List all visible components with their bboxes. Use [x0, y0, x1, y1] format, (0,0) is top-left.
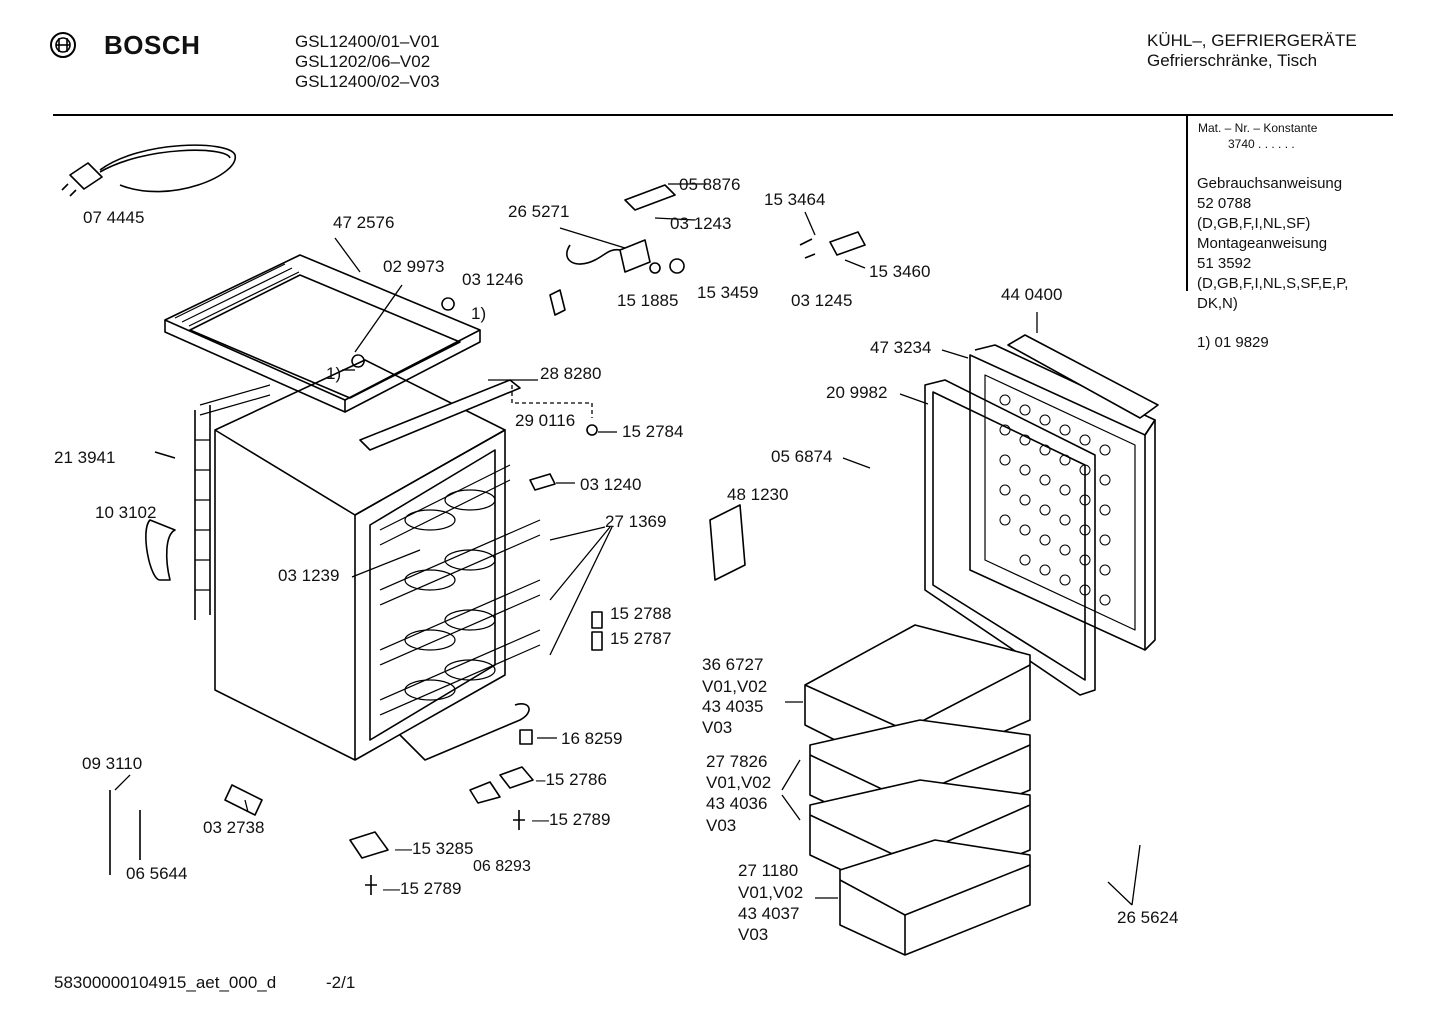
part-label: 43 4037 — [738, 904, 800, 923]
bosch-logo: BOSCH — [48, 30, 201, 60]
part-label: 09 3110 — [82, 754, 143, 773]
footnote-marker: 1) — [471, 304, 487, 323]
part-label: 48 1230 — [727, 485, 789, 504]
part-label: 03 2738 — [203, 818, 265, 837]
sidebar-line: Gebrauchsanweisung — [1197, 175, 1343, 192]
part-label: 03 1245 — [791, 291, 853, 310]
freezer-door — [969, 334, 1159, 651]
part-variant: V03 — [738, 925, 769, 944]
part-label: —15 2789 — [383, 879, 462, 898]
sidebar-footnote: 1) 01 9829 — [1197, 334, 1269, 351]
part-label: 03 1246 — [462, 270, 524, 289]
part-label: —15 2789 — [532, 810, 611, 829]
model-3: GSL12400/02–V03 — [295, 72, 440, 91]
hinge-plate — [709, 504, 746, 581]
model-2: GSL1202/06–V02 — [295, 52, 431, 71]
part-label: 02 9973 — [383, 257, 445, 276]
part-label: 27 7826 — [706, 752, 768, 771]
part-label: 27 1180 — [738, 861, 799, 880]
part-label: 21 3941 — [54, 448, 116, 467]
switch-parts — [799, 231, 866, 259]
sidebar-line: 52 0788 — [1197, 195, 1252, 212]
bosch-armature-icon — [50, 32, 76, 58]
sidebar-line: (D,GB,F,I,NL,S,SF,E,P, — [1197, 275, 1349, 292]
part-label: 06 8293 — [473, 858, 531, 875]
part-label: 27 1369 — [605, 512, 667, 531]
part-variant: V01,V02 — [702, 677, 768, 696]
mat-value: 3740 . . . . . . — [1228, 137, 1295, 151]
category-block: KÜHL–, GEFRIERGERÄTE Gefrierschränke, Ti… — [1147, 31, 1357, 71]
part-variant: V01,V02 — [738, 883, 804, 902]
part-variant: V01,V02 — [706, 773, 772, 792]
part-label: —15 3285 — [395, 839, 474, 858]
part-label: 16 8259 — [561, 729, 623, 748]
part-label: 15 3459 — [697, 283, 759, 302]
page-number: -2/1 — [326, 973, 356, 992]
footnote-marker: 1) — [326, 364, 342, 383]
part-label: 15 2784 — [622, 422, 684, 441]
part-label: 06 5644 — [126, 864, 188, 883]
sidebar-divider — [1186, 116, 1188, 291]
evaporator-shelves — [379, 464, 541, 716]
part-label: 36 6727 — [702, 655, 764, 674]
part-variant: V03 — [702, 718, 733, 737]
part-label: 03 1240 — [580, 475, 642, 494]
part-label: 44 0400 — [1001, 285, 1063, 304]
thermostat-assembly — [549, 184, 685, 316]
part-label: 26 5271 — [508, 202, 570, 221]
sidebar-line: Montageanweisung — [1197, 235, 1328, 252]
part-label: –15 2786 — [536, 770, 607, 789]
category-subtitle: Gefrierschränke, Tisch — [1147, 51, 1318, 70]
category-title: KÜHL–, GEFRIERGERÄTE — [1147, 31, 1357, 50]
part-label: 15 2787 — [610, 629, 672, 648]
model-1: GSL12400/01–V01 — [295, 32, 440, 51]
part-label: 15 3464 — [764, 190, 826, 209]
header-divider — [53, 114, 1393, 116]
sidebar-line: DK,N) — [1197, 295, 1238, 312]
sidebar-line: (D,GB,F,I,NL,SF) — [1197, 215, 1311, 232]
mounting-rail — [359, 379, 521, 451]
cabinet-body — [194, 359, 506, 761]
leader-lines — [114, 183, 1141, 906]
document-id: 58300000104915_aet_000_d — [54, 973, 277, 992]
part-label: 05 8876 — [679, 175, 741, 194]
door-gasket — [924, 379, 1096, 696]
part-label: 47 2576 — [333, 213, 395, 232]
part-label: 26 5624 — [1117, 908, 1179, 927]
top-cover — [164, 254, 481, 413]
part-label: 05 6874 — [771, 447, 833, 466]
part-label: 43 4035 — [702, 697, 764, 716]
part-label: 43 4036 — [706, 794, 768, 813]
part-label: 20 9982 — [826, 383, 888, 402]
model-list: GSL12400/01–V01 GSL1202/06–V02 GSL12400/… — [295, 32, 440, 92]
part-variant: V03 — [706, 816, 737, 835]
part-label: 03 1243 — [670, 214, 732, 233]
part-label: 47 3234 — [870, 338, 932, 357]
sidebar-docs: Gebrauchsanweisung 52 0788 (D,GB,F,I,NL,… — [1197, 174, 1348, 314]
part-label: 07 4445 — [83, 208, 145, 227]
part-label: 10 3102 — [95, 503, 157, 522]
part-label: 15 1885 — [617, 291, 679, 310]
part-label: 15 2788 — [610, 604, 672, 623]
door-handle-strip — [1007, 334, 1159, 419]
mat-label: Mat. – Nr. – Konstante — [1198, 121, 1318, 135]
small-parts — [109, 297, 603, 895]
part-label: 15 3460 — [869, 262, 931, 281]
freezer-drawers — [804, 624, 1031, 956]
part-label: 03 1239 — [278, 566, 340, 585]
brand-name: BOSCH — [104, 30, 201, 60]
bottom-bracket — [399, 703, 530, 761]
sidebar-line: 51 3592 — [1197, 255, 1252, 272]
power-cord-plug — [61, 144, 236, 197]
part-label: 28 8280 — [540, 364, 602, 383]
part-label: 29 0116 — [515, 411, 576, 430]
